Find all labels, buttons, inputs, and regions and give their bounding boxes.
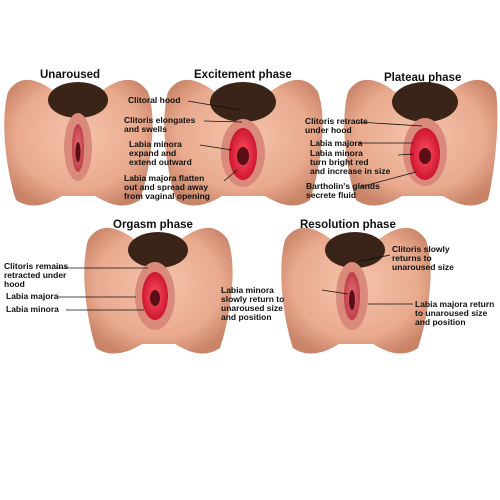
label-labia-minora-return: Labia minora slowly return to unaroused … xyxy=(221,285,285,322)
label-labia-minora-orgasm: Labia minora xyxy=(6,304,59,314)
panel-title-orgasm: Orgasm phase xyxy=(113,219,193,231)
panel-title-excitement: Excitement phase xyxy=(194,69,292,81)
label-labia-minora-expand: Labia minora expand and extend outward xyxy=(129,139,192,167)
label-labia-majora-flatten: Labia majora flatten out and spread away… xyxy=(124,173,210,201)
label-bartholins-glands: Bartholin's glands secrete fluid xyxy=(306,181,380,200)
label-labia-minora-red: Labia minora turn bright red and increas… xyxy=(310,148,391,176)
panel-title-resolution: Resolution phase xyxy=(300,219,396,231)
label-labia-majora-return: Labia majora return to unaroused size an… xyxy=(415,299,495,327)
label-clitoris-elongates: Clitoris elongates and swells xyxy=(124,115,196,134)
label-clitoris-retracts: Clitoris retracts under hood xyxy=(305,116,368,135)
panel-title-plateau: Plateau phase xyxy=(384,72,462,84)
label-labia-majora-plateau: Labia majora xyxy=(310,138,363,148)
label-clitoris-slowly-returns: Clitoris slowly returns to unaroused siz… xyxy=(392,244,454,272)
illustration-orgasm xyxy=(84,227,233,354)
label-clitoral-hood: Clitoral hood xyxy=(128,95,181,105)
label-labia-majora-orgasm: Labia majora xyxy=(6,291,59,301)
panel-title-unaroused: Unaroused xyxy=(40,69,101,81)
label-clitoris-remains-retracted: Clitoris remains retracted under hood xyxy=(4,261,69,289)
